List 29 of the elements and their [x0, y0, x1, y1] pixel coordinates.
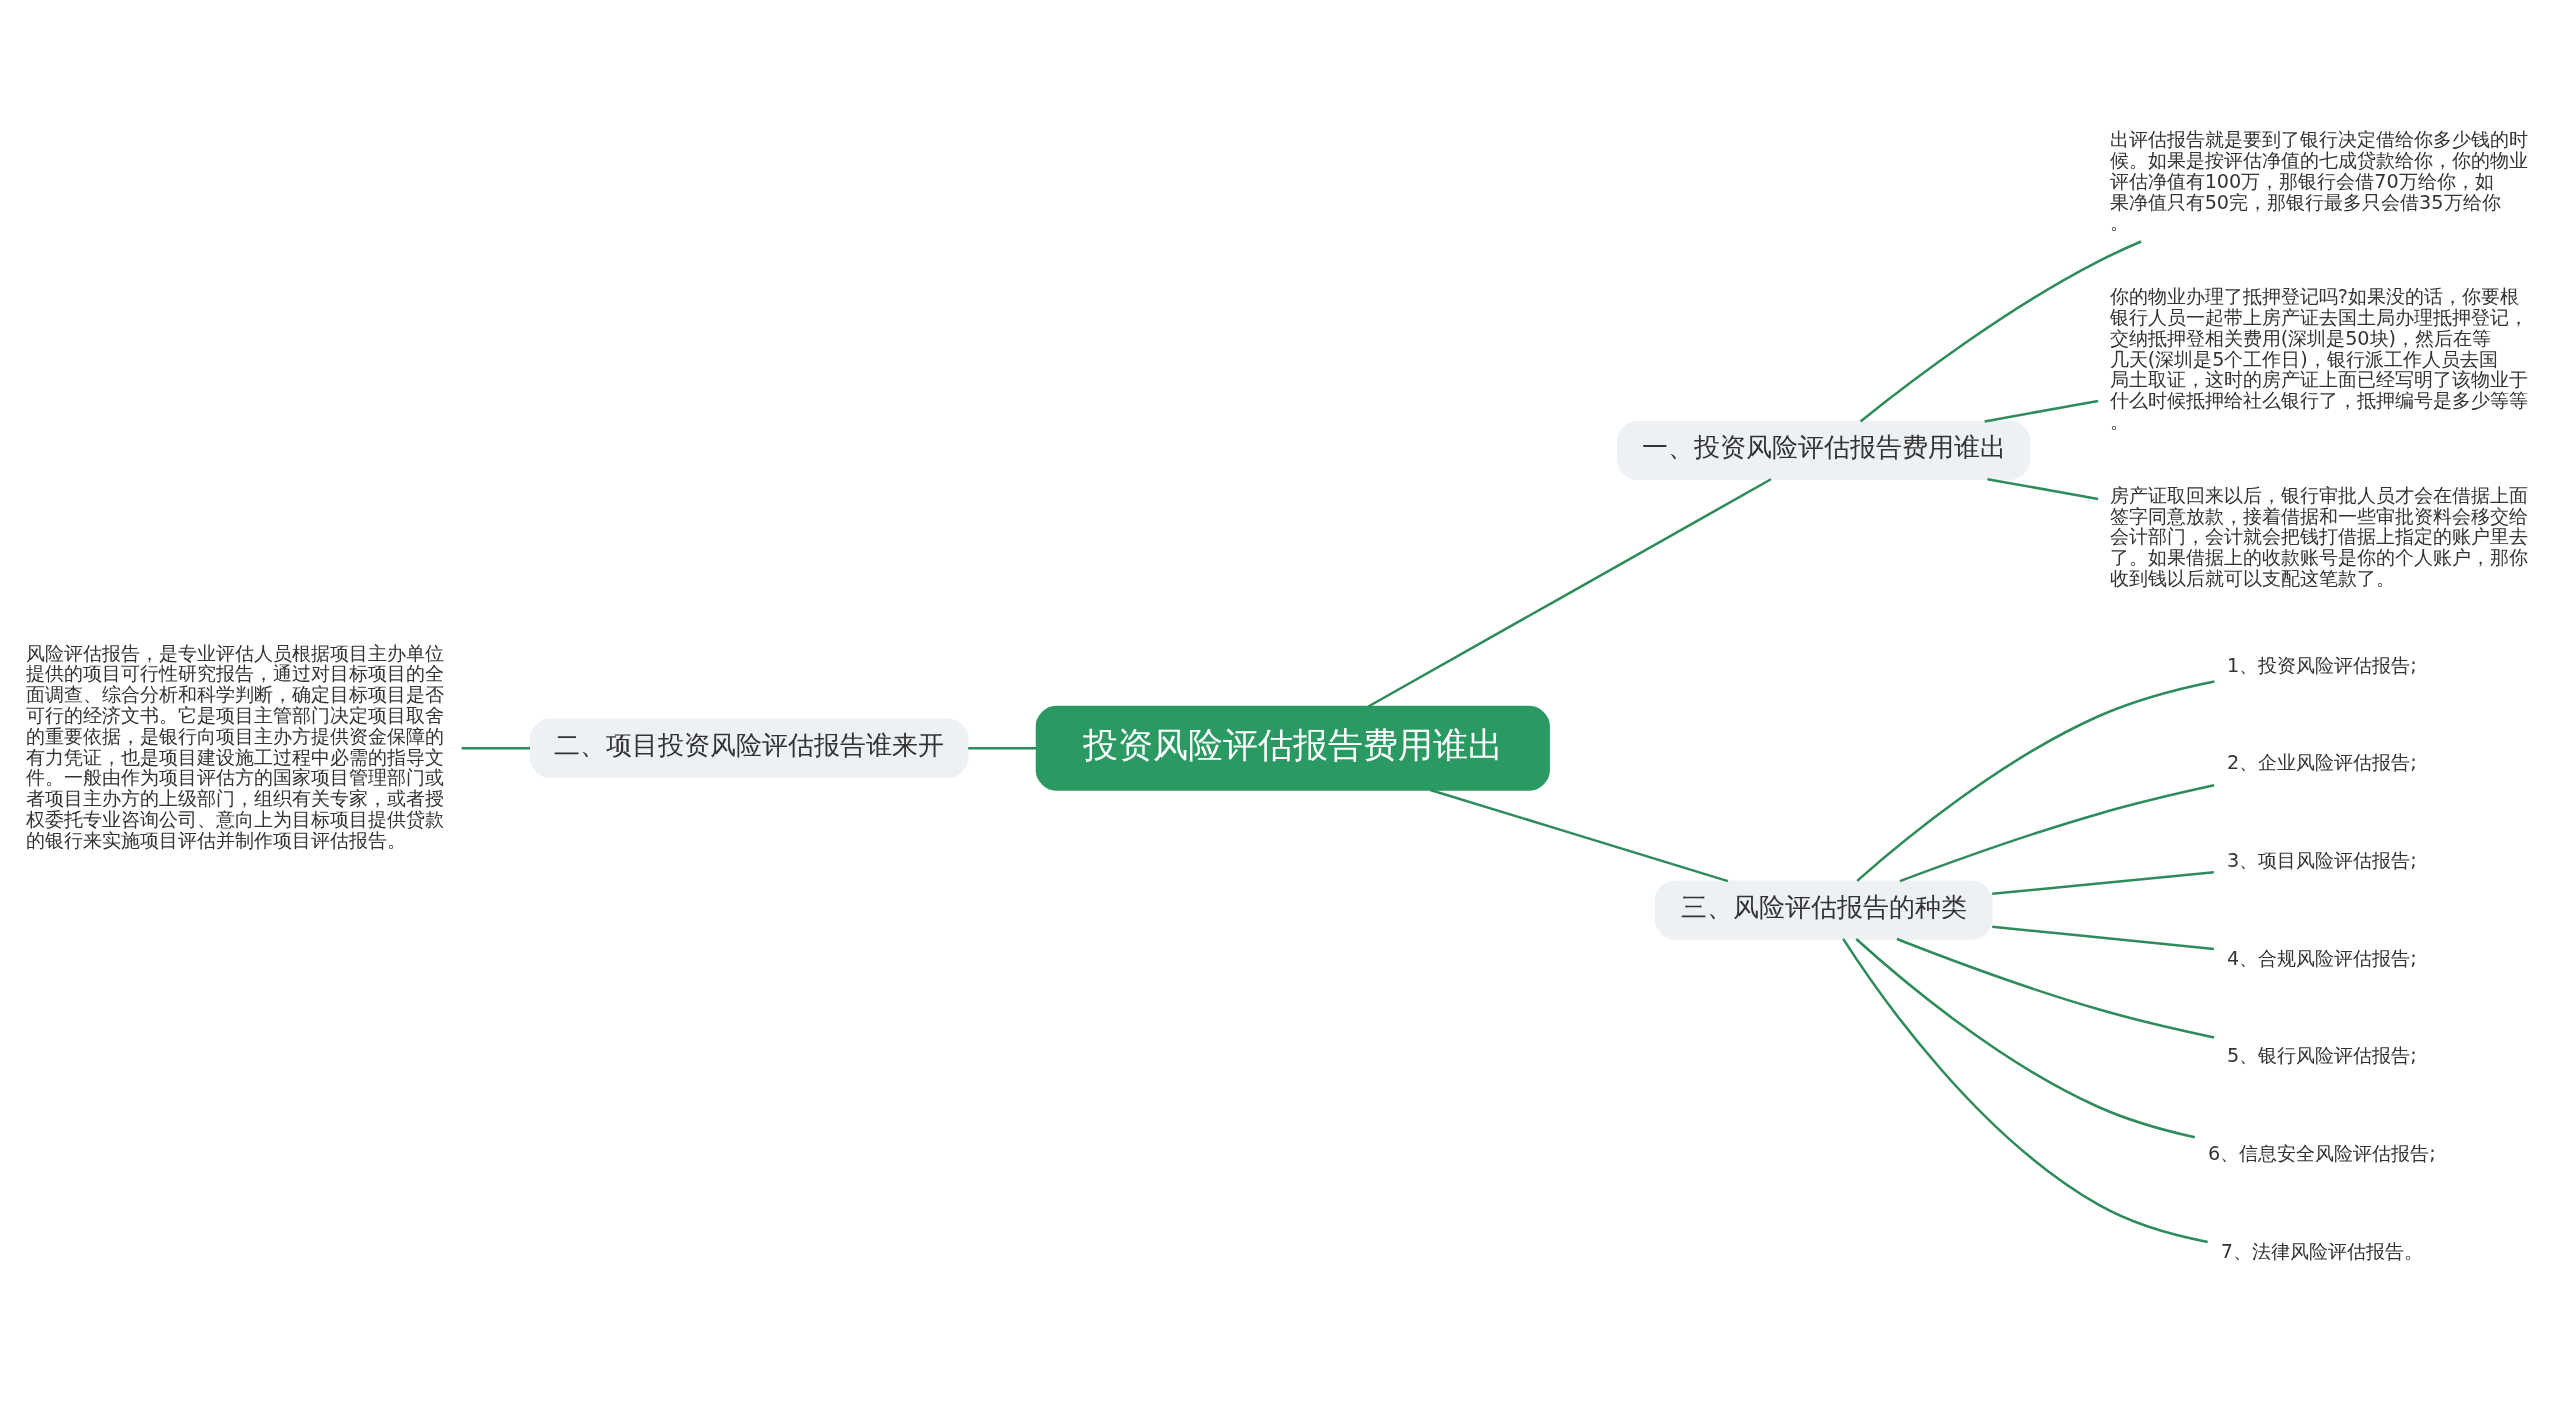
node-box: 二、项目投资风险评估报告谁来开: [529, 718, 969, 778]
node-text: 7、法律风险评估报告。: [2220, 1239, 2423, 1263]
node-text: 风险评估报告，是专业评估人员根据项目主办单位提供的项目可行性研究报告，通过对目标项目的全面调查、综合分析和科学判断，确定目标项目是否可行的经济文书。它是项目主管部门决定项目取舍的重要依据，是银行向项目主办方提供资金保障的有力凭证，也是项目建设施工过程中必需的指导文件。一般由作为项目评估方的国家项目管理部门或者项目主办方的上级部门，组织有关专家，或者授权委托专业咨询公司、意向上为目标项目提供贷款的银行来实施项目评估并制作项目评估报告。: [25, 641, 444, 852]
connector: [1859, 239, 2142, 422]
node-text: 6、信息安全风险评估报告;: [2208, 1141, 2436, 1165]
connector: [1992, 870, 2214, 895]
connector: [1842, 937, 2208, 1243]
connector: [1429, 788, 1729, 882]
connector: [1855, 937, 2196, 1138]
connector: [1899, 783, 2215, 882]
connector: [1984, 399, 2099, 423]
node-box: 投资风险评估报告费用谁出: [1035, 705, 1550, 791]
connector: [1367, 477, 1772, 708]
node-text: 3、项目风险评估报告;: [2227, 848, 2417, 872]
connector: [1992, 924, 2214, 950]
connector: [1987, 477, 2099, 500]
node-box: 三、风险评估报告的种类: [1654, 879, 1993, 940]
connector: [1856, 679, 2215, 882]
node-text: 4、合规风险评估报告;: [2227, 946, 2417, 970]
connector: [1896, 937, 2215, 1039]
node-text: 5、银行风险评估报告;: [2227, 1043, 2417, 1067]
node-text: 房产证取回来以后，银行审批人员才会在借据上面签字同意放款，接着借据和一些审批资料会移交给会计部门，会计就会把钱打借据上指定的账户里去了。如果借据上的收款账号是你的个人账户，那你收到钱以后就可以支配这笔款了。: [2109, 483, 2528, 590]
node-text: 2、企业风险评估报告;: [2227, 750, 2417, 774]
node-box: 一、投资风险评估报告费用谁出: [1617, 420, 2031, 480]
connector: [461, 746, 531, 750]
node-text: 你的物业办理了抵押登记吗?如果没的话，你要根银行人员一起带上房产证去国土局办理抵押登记，交纳抵押登相关费用(深圳是50块)，然后在等几天(深圳是5个工作日)，银行派工作人员去国局土取证，这时的房产证上面已经写明了该物业于什么时候抵押给社么银行了，抵押编号是多少等等。: [2109, 284, 2528, 433]
node-text: 出评估报告就是要到了银行决定借给你多少钱的时候。如果是按评估净值的七成贷款给你，你的物业评估净值有100万，那银行会借70万给你，如果净值只有50完，那银行最多只会借35万给你。: [2109, 127, 2528, 234]
node-text: 1、投资风险评估报告;: [2227, 653, 2417, 677]
connector: [968, 746, 1037, 750]
